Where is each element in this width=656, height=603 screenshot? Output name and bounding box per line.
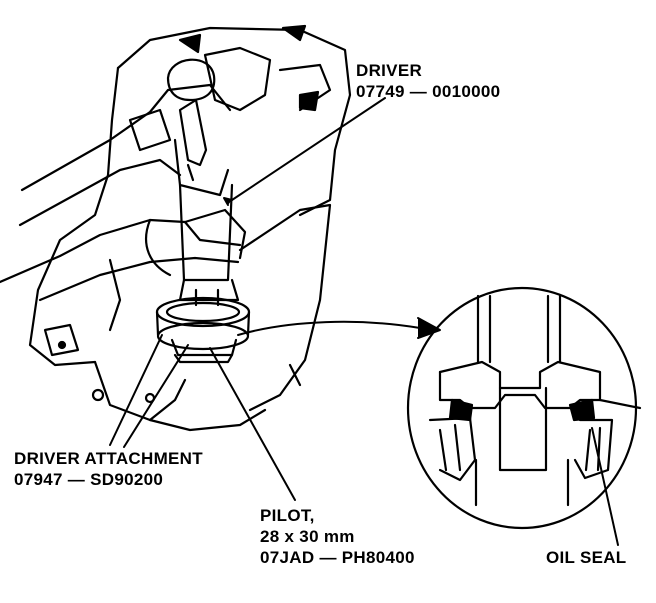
- driver-attachment-name: DRIVER ATTACHMENT: [14, 449, 203, 468]
- leader-lines: [109, 97, 619, 546]
- pilot-part-number: 07JAD — PH80400: [260, 548, 415, 567]
- pilot-name: PILOT,: [260, 506, 315, 525]
- driver-attachment-part-number: 07947 — SD90200: [14, 470, 164, 489]
- driver-attachment-label: DRIVER ATTACHMENT 07947 — SD90200: [14, 448, 203, 490]
- driver-label: DRIVER 07749 — 0010000: [356, 60, 500, 102]
- driver-part-number: 07749 — 0010000: [356, 82, 501, 101]
- oil-seal-label: OIL SEAL: [546, 547, 627, 568]
- driver-name: DRIVER: [356, 61, 423, 80]
- oil-seal-name: OIL SEAL: [546, 548, 627, 567]
- hammer: [166, 58, 216, 182]
- hands: [0, 83, 247, 302]
- detail-circle: [406, 286, 642, 530]
- pilot-size: 28 x 30 mm: [260, 527, 355, 546]
- pilot-label: PILOT, 28 x 30 mm 07JAD — PH80400: [260, 505, 415, 568]
- driver-attachment: [155, 296, 251, 364]
